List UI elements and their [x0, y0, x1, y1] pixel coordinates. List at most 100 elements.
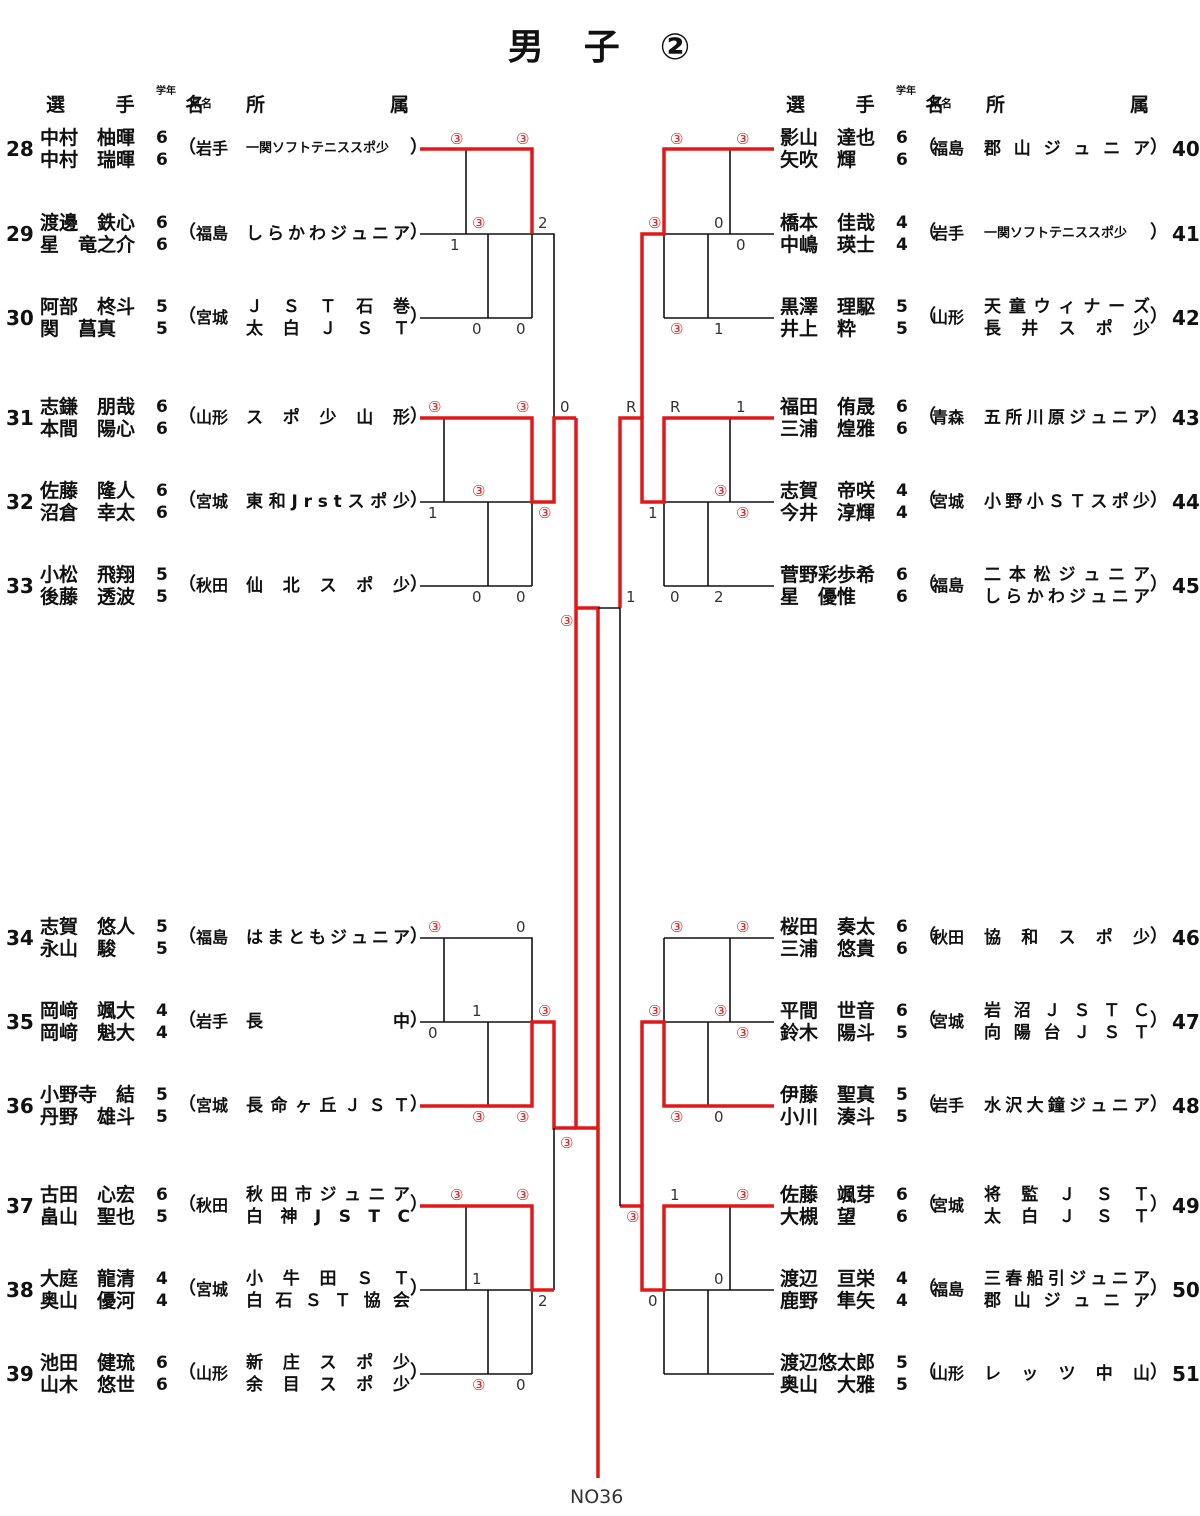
- paren-open: （: [918, 1194, 936, 1215]
- winning-score: ③: [560, 612, 574, 630]
- player-grade: 6: [896, 565, 908, 585]
- player-grade: 5: [896, 1375, 908, 1395]
- player-grade: 5: [156, 1107, 168, 1127]
- affiliation: スポ少山形: [246, 408, 410, 428]
- player-grade: 4: [896, 503, 908, 523]
- player-name: 井上 粋: [780, 318, 857, 340]
- score: 1: [428, 504, 438, 522]
- winning-score: ③: [670, 918, 684, 936]
- score: 0: [428, 1024, 438, 1042]
- team-number: 43: [1172, 406, 1200, 430]
- affiliation: しらかわジュニア: [246, 224, 410, 244]
- winning-score: ③: [714, 1002, 728, 1020]
- player-grade: 6: [896, 419, 908, 439]
- player-name: 岡﨑 颯大: [40, 1000, 136, 1022]
- winning-score: ③: [450, 130, 464, 148]
- paren-close: ）: [410, 222, 428, 243]
- player-grade: 4: [896, 1291, 908, 1311]
- player-grade: 6: [896, 939, 908, 959]
- score: 1: [670, 1186, 680, 1204]
- winning-score: ③: [538, 504, 552, 522]
- player-grade: 4: [896, 481, 908, 501]
- player-grade: 6: [156, 1353, 168, 1373]
- affiliation: 天童ウィナーズ: [984, 297, 1150, 317]
- prefecture: 岩手: [932, 1096, 965, 1115]
- player-grade: 6: [156, 128, 168, 148]
- paren-open: （: [918, 574, 936, 595]
- paren-open: （: [178, 926, 196, 947]
- score: 0: [670, 588, 680, 606]
- winning-score: ③: [670, 1108, 684, 1126]
- paren-close: ）: [1150, 926, 1168, 947]
- player-grade: 4: [896, 235, 908, 255]
- player-grade: 6: [156, 481, 168, 501]
- bracket-line: [620, 1204, 774, 1292]
- team-number: 38: [6, 1278, 34, 1302]
- player-grade: 5: [156, 1207, 168, 1227]
- score: 0: [472, 588, 482, 606]
- team-number: 32: [6, 490, 34, 514]
- paren-close: ）: [410, 1094, 428, 1115]
- player-name: 志賀 悠人: [40, 916, 136, 938]
- team-number: 29: [6, 222, 34, 246]
- score: 1: [714, 320, 724, 338]
- score: R: [670, 398, 681, 416]
- winning-score: ③: [736, 918, 750, 936]
- prefecture: 宮城: [196, 1280, 229, 1299]
- affiliation: 仙北スポ少: [246, 576, 410, 596]
- player-name: 渡辺悠太郎: [780, 1352, 876, 1374]
- bracket-line: [532, 233, 555, 418]
- player-grade: 6: [156, 235, 168, 255]
- paren-open: （: [918, 1278, 936, 1299]
- score: 1: [472, 1270, 482, 1288]
- paren-open: （: [178, 574, 196, 595]
- team-number: 44: [1172, 490, 1200, 514]
- paren-open: （: [918, 1010, 936, 1031]
- affiliation: 長中: [246, 1012, 410, 1032]
- player-grade: 5: [156, 939, 168, 959]
- player-name: 永山 駿: [40, 938, 117, 960]
- player-grade: 6: [896, 917, 908, 937]
- score: R: [626, 398, 637, 416]
- team-number: 28: [6, 137, 34, 161]
- paren-open: （: [178, 1010, 196, 1031]
- header-grade-right: 学年: [896, 86, 916, 97]
- paren-close: ）: [1150, 406, 1168, 427]
- paren-open: （: [918, 306, 936, 327]
- winning-score: ③: [450, 1186, 464, 1204]
- player-grade: 5: [156, 297, 168, 317]
- prefecture: 福島: [196, 928, 229, 947]
- player-grade: 6: [156, 1375, 168, 1395]
- affiliation: 秋田市ジュニア: [246, 1185, 410, 1205]
- page-title: 男 子 ②: [507, 27, 693, 68]
- score: 1: [450, 236, 460, 254]
- paren-open: （: [178, 490, 196, 511]
- prefecture: 山形: [932, 1364, 965, 1383]
- prefecture: 秋田: [196, 576, 229, 595]
- player-name: 中嶋 瑛士: [780, 234, 876, 256]
- winning-score: ③: [516, 130, 530, 148]
- prefecture: 宮城: [932, 1012, 965, 1031]
- player-name: 中村 柚暉: [40, 127, 136, 149]
- player-grade: 6: [896, 587, 908, 607]
- player-grade: 5: [896, 1085, 908, 1105]
- paren-close: ）: [1150, 222, 1168, 243]
- team-number: 47: [1172, 1010, 1200, 1034]
- player-name: 沼倉 幸太: [40, 502, 136, 524]
- player-grade: 6: [156, 503, 168, 523]
- player-name: 中村 瑞暉: [40, 149, 136, 171]
- affiliation: 協和スポ少: [984, 928, 1150, 948]
- header-affil-left-1: 所: [246, 94, 266, 116]
- score: 0: [714, 1108, 724, 1126]
- winning-score: ③: [428, 398, 442, 416]
- player-name: 矢吹 輝: [780, 149, 857, 171]
- player-name: 平間 世音: [780, 1000, 876, 1022]
- team-number: 35: [6, 1010, 34, 1034]
- bracket-line: [574, 418, 600, 1130]
- header-affil-right-1: 所: [986, 94, 1006, 116]
- prefecture: 宮城: [196, 1096, 229, 1115]
